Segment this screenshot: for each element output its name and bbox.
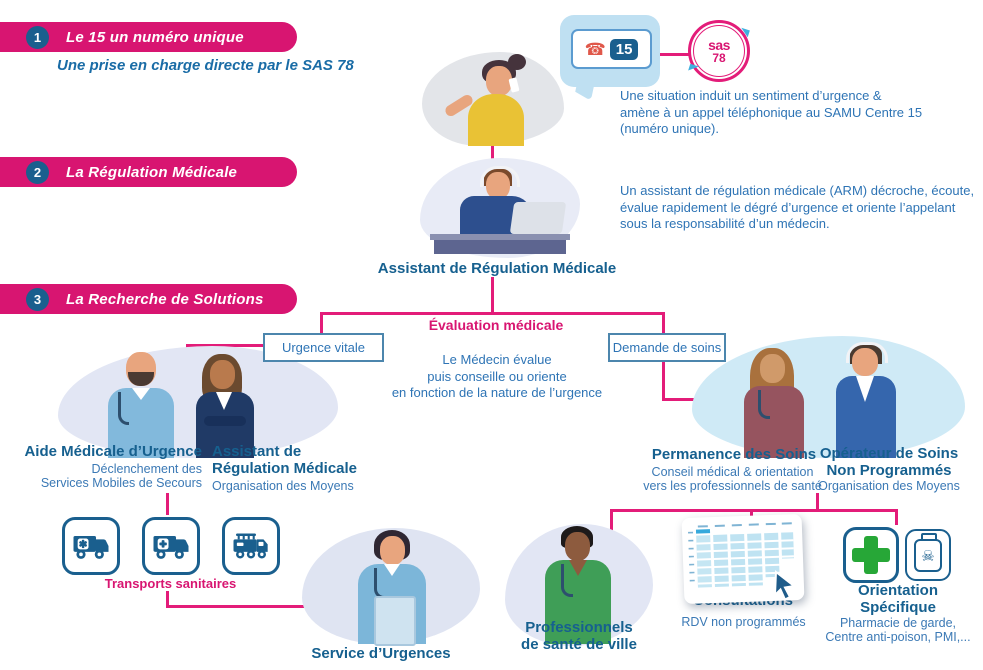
connector-transports-elbow-v <box>166 591 169 607</box>
connector-urgence-elbow-h <box>186 344 264 347</box>
urgence-vitale-box: Urgence vitale <box>263 333 384 362</box>
step3-banner: 3 La Recherche de Solutions <box>0 284 297 314</box>
demande-de-soins-box: Demande de soins <box>608 333 726 362</box>
step1-subtitle: Une prise en charge directe par le SAS 7… <box>57 57 354 74</box>
consultations-subtitle: RDV non programmés <box>681 615 806 629</box>
step1-number: 1 <box>26 25 49 49</box>
orientation-title: Orientation Spécifique <box>857 582 938 616</box>
connector-bubble-to-sas <box>659 53 689 56</box>
connector-amu-to-transports <box>166 493 169 515</box>
arm-desk-illustration <box>420 158 580 258</box>
transports-label: Transports sanitaires <box>104 576 237 591</box>
nurse-illustration <box>302 528 480 646</box>
sas78-logo: sas 78 <box>688 20 750 82</box>
connector-lower-horizontal <box>610 509 898 512</box>
osnp-title: Opérateur de Soins Non Programmés <box>819 445 959 479</box>
amu-subtitle: Déclenchement des Services Mobiles de Se… <box>40 462 202 490</box>
connector-osnp-stub <box>816 493 819 511</box>
speech-bubble-tail <box>575 73 595 101</box>
poison-bottle-shape: ☠ <box>914 533 942 572</box>
calendar-icon <box>681 513 805 605</box>
connector-arm-to-branch <box>491 277 494 314</box>
step1-banner: 1 Le 15 un numéro unique <box>0 22 297 52</box>
pros-title: Professionnels de santé de ville <box>521 619 637 653</box>
sas-logo-number: 78 <box>712 50 726 65</box>
phone-receiver-icon: ☎ <box>584 39 606 59</box>
evaluation-title: Évaluation médicale <box>428 317 564 333</box>
step2-title: La Régulation Médicale <box>66 163 238 181</box>
step3-number: 3 <box>26 287 49 311</box>
osnp-subtitle: Organisation des Moyens <box>818 479 960 493</box>
step3-title: La Recherche de Solutions <box>66 290 264 308</box>
ambulance-star-icon <box>62 517 120 575</box>
phone-15-icon: ☎ 15 <box>571 29 652 69</box>
connector-drop-orientation <box>895 509 898 525</box>
ambulance-cross-icon <box>142 517 200 575</box>
doctor-illustration <box>505 524 653 646</box>
step1-title: Le 15 un numéro unique <box>66 28 244 46</box>
amu-title: Aide Médicale d’Urgence <box>24 443 202 460</box>
sas-logo-text: sas <box>708 36 730 53</box>
connector-demande-elbow-v <box>662 358 665 400</box>
call-paragraph: Une situation induit un sentiment d’urge… <box>620 88 923 136</box>
poison-bottle-icon: ☠ <box>905 529 951 581</box>
skull-icon: ☠ <box>921 547 935 565</box>
sas-swoosh-icon <box>688 63 699 74</box>
regulation-paragraph: Un assistant de régulation médicale (ARM… <box>620 183 975 231</box>
connector-drop-urgence <box>320 312 323 334</box>
pharmacy-cross-icon <box>843 527 899 583</box>
fire-truck-icon <box>222 517 280 575</box>
connector-drop-demande <box>662 312 665 334</box>
speech-bubble: ☎ 15 <box>560 15 660 101</box>
step2-number: 2 <box>26 160 49 184</box>
step2-banner: 2 La Régulation Médicale <box>0 157 297 187</box>
orientation-subtitle: Pharmacie de garde, Centre anti-poison, … <box>825 616 971 644</box>
arm-left-title: Assistant de Régulation Médicale <box>212 443 358 477</box>
service-urgences-title: Service d’Urgences <box>311 645 451 662</box>
pds-duo-illustration <box>692 336 965 458</box>
pds-subtitle: Conseil médical & orientation vers les p… <box>643 465 822 493</box>
amu-duo-illustration <box>58 346 338 458</box>
connector-branch-horizontal <box>320 312 664 315</box>
pds-title: Permanence des Soins <box>651 446 817 463</box>
connector-transports-to-service <box>166 605 314 608</box>
arm-left-subtitle: Organisation des Moyens <box>212 479 354 493</box>
connector-caller-to-arm <box>491 138 494 172</box>
cursor-icon <box>772 570 800 607</box>
sas-swoosh-icon <box>739 27 750 38</box>
arm-title: Assistant de Régulation Médicale <box>377 260 617 277</box>
caller-illustration <box>422 52 564 146</box>
evaluation-note: Le Médecin évalue puis conseille ou orie… <box>391 352 603 400</box>
number-15-badge: 15 <box>609 38 639 60</box>
